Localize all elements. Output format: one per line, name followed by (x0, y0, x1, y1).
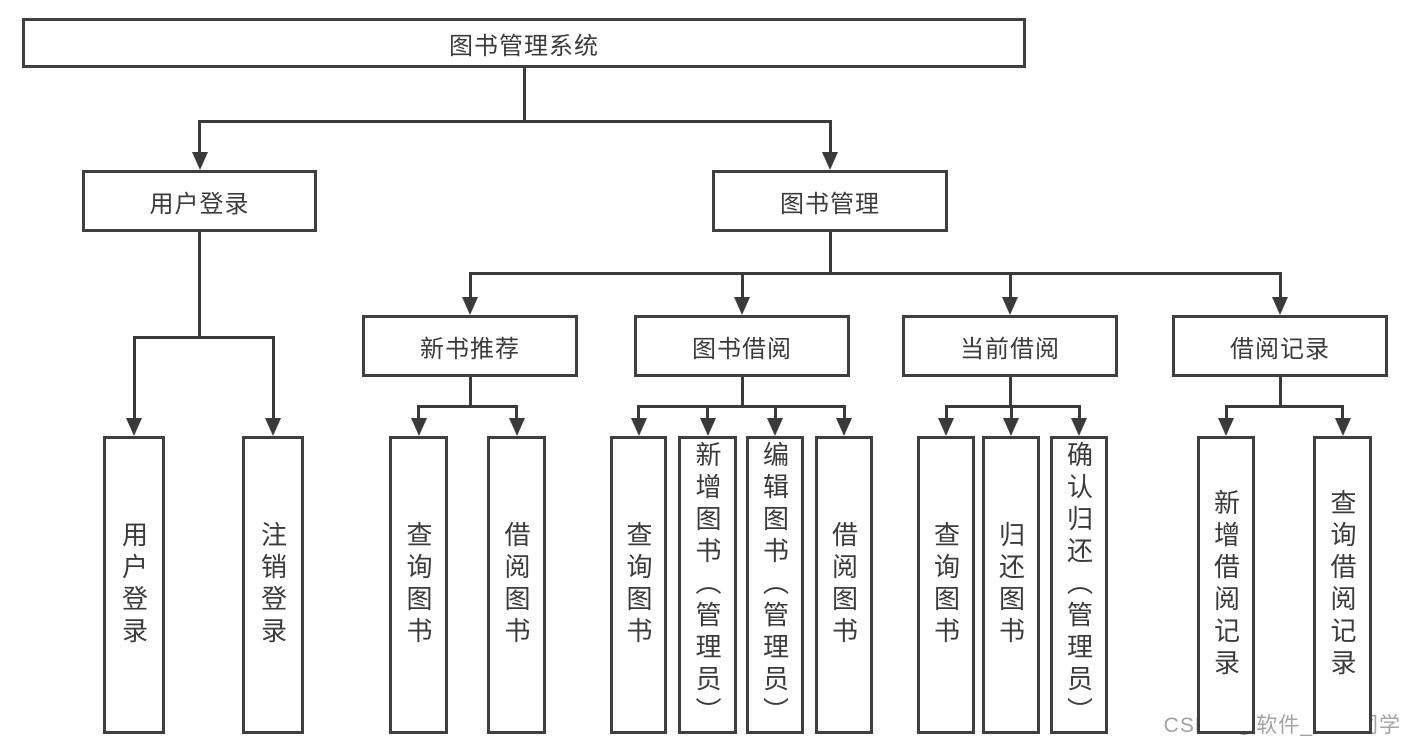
node-label-book-mgmt: 图书管理 (780, 190, 880, 218)
node-label-br-query: 查询借阅记录 (1327, 489, 1357, 681)
connector-line (522, 68, 526, 120)
connector-line (842, 405, 846, 418)
node-br-add: 新增借阅记录 (1197, 436, 1255, 734)
connector-line (706, 405, 709, 418)
arrowhead-icon (836, 418, 852, 436)
node-book-borrow: 图书借阅 (634, 315, 850, 377)
connector-line (198, 232, 201, 336)
node-label-bb-query: 查询图书 (623, 521, 653, 649)
node-label-br-add: 新增借阅记录 (1210, 489, 1241, 681)
node-borrow-records: 借阅记录 (1172, 315, 1388, 377)
connector-line (417, 405, 518, 408)
arrowhead-icon (508, 418, 525, 436)
arrowhead-icon (1003, 418, 1019, 436)
connector-line (468, 272, 472, 297)
arrowhead-icon (767, 418, 783, 436)
connector-line (1008, 272, 1012, 297)
node-label-cb-confirm: 确认归还（管理员） (1063, 441, 1094, 729)
connector-line (515, 405, 518, 418)
arrowhead-icon (699, 418, 716, 436)
arrowhead-icon (1334, 418, 1351, 436)
arrowhead-icon (1218, 418, 1234, 436)
node-label-leaf-logout: 注销登录 (257, 521, 288, 649)
node-label-bb-borrow: 借阅图书 (828, 521, 859, 649)
node-label-current-borrow: 当前借阅 (960, 335, 1060, 363)
connector-line (637, 405, 640, 418)
node-current-borrow: 当前借阅 (902, 315, 1118, 377)
node-leaf-user-login: 用户登录 (103, 436, 165, 734)
node-label-user-login: 用户登录 (149, 190, 250, 218)
connector-line (773, 405, 777, 418)
arrowhead-icon (462, 297, 478, 315)
node-label-nbr-borrow: 借阅图书 (501, 521, 531, 649)
node-root: 图书管理系统 (22, 18, 1026, 68)
connector-line (828, 120, 832, 152)
node-br-query: 查询借阅记录 (1313, 436, 1372, 734)
node-label-bb-edit: 编辑图书（管理员） (759, 441, 790, 729)
arrowhead-icon (265, 418, 281, 436)
arrowhead-icon (822, 152, 838, 170)
connector-line (1341, 405, 1344, 418)
node-bb-borrow: 借阅图书 (815, 436, 873, 734)
connector-line (1278, 272, 1282, 297)
connector-line (468, 377, 472, 405)
connector-line (1009, 405, 1013, 418)
node-label-nbr-query: 查询图书 (403, 521, 433, 649)
connector-line (944, 405, 948, 418)
connector-line (468, 272, 1282, 275)
connector-line (740, 272, 744, 297)
arrowhead-icon (1272, 297, 1288, 315)
node-label-book-borrow: 图书借阅 (692, 335, 792, 363)
connector-line (1278, 377, 1282, 405)
node-leaf-logout: 注销登录 (242, 436, 304, 734)
connector-line (132, 336, 136, 418)
connector-line (417, 405, 420, 418)
connector-line (828, 232, 832, 272)
connector-line (1224, 405, 1344, 408)
node-new-book-rec: 新书推荐 (362, 315, 578, 377)
node-cb-return: 归还图书 (982, 436, 1040, 734)
connector-line (198, 120, 201, 152)
node-label-bb-add: 新增图书（管理员） (692, 441, 722, 729)
node-label-cb-return: 归还图书 (995, 521, 1026, 649)
arrowhead-icon (410, 418, 427, 436)
node-cb-confirm: 确认归还（管理员） (1050, 436, 1108, 734)
connector-line (637, 405, 846, 408)
arrowhead-icon (630, 418, 647, 436)
arrowhead-icon (191, 152, 208, 170)
node-cb-query: 查询图书 (917, 436, 975, 734)
node-label-borrow-records: 借阅记录 (1230, 335, 1330, 363)
node-label-new-book-rec: 新书推荐 (420, 335, 520, 363)
connector-line (944, 405, 1081, 408)
node-user-login: 用户登录 (82, 170, 317, 232)
connector-line (1224, 405, 1228, 418)
connector-line (740, 377, 744, 405)
arrowhead-icon (938, 418, 954, 436)
connector-line (132, 336, 275, 339)
arrowhead-icon (1071, 418, 1087, 436)
node-nbr-borrow: 借阅图书 (487, 436, 546, 734)
arrowhead-icon (126, 418, 142, 436)
connector-line (198, 120, 832, 123)
node-nbr-query: 查询图书 (389, 436, 448, 734)
arrowhead-icon (734, 297, 750, 315)
arrowhead-icon (1002, 297, 1018, 315)
node-label-leaf-user-login: 用户登录 (118, 521, 149, 649)
node-bb-edit: 编辑图书（管理员） (746, 436, 804, 734)
node-label-root: 图书管理系统 (449, 32, 599, 60)
node-bb-query: 查询图书 (610, 436, 667, 734)
node-bb-add: 新增图书（管理员） (678, 436, 737, 734)
connector-line (1008, 377, 1012, 405)
node-book-mgmt: 图书管理 (712, 170, 948, 232)
connector-line (271, 336, 275, 418)
node-label-cb-query: 查询图书 (930, 521, 961, 649)
connector-line (1077, 405, 1081, 418)
